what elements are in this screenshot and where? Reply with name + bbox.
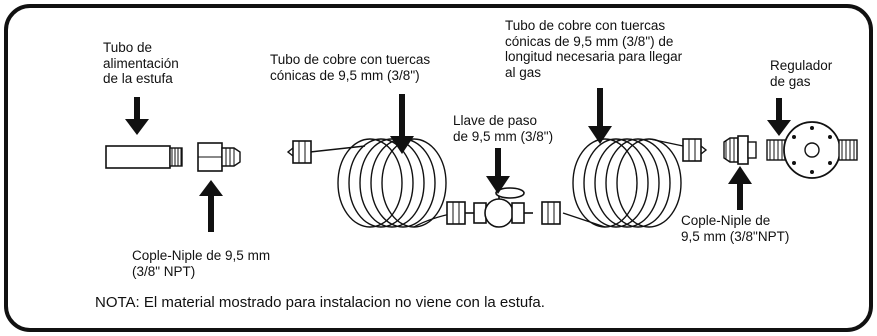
arrow-regulator <box>767 98 791 136</box>
installation-note: NOTA: El material mostrado para instalac… <box>95 294 545 311</box>
arrow-valve <box>486 148 510 194</box>
flare-nut-right-1 <box>541 201 561 225</box>
label-copper-tube-right: Tubo de cobre con tuercas cónicas de 9,5… <box>505 18 683 80</box>
flare-end-left <box>286 147 294 157</box>
label-coupling-nipple-left: Cople-Niple de 9,5 mm (3/8" NPT) <box>132 248 271 279</box>
label-stove-supply-tube: Tubo de alimentación de la estufa <box>103 40 179 86</box>
flare-nut-right-2 <box>682 138 702 162</box>
shutoff-valve <box>465 187 533 228</box>
coupling-nipple-left <box>197 142 241 172</box>
arrow-copper-left <box>390 94 414 154</box>
copper-coil-left <box>309 138 456 228</box>
label-coupling-nipple-right: Cople-Niple de 9,5 mm (3/8"NPT) <box>681 213 790 244</box>
gas-regulator <box>766 121 858 179</box>
diagram-border <box>4 4 873 332</box>
arrow-coupling-right <box>728 166 752 210</box>
arrow-coupling-left <box>199 180 223 232</box>
flare-end-right <box>700 145 708 155</box>
label-copper-tube-left: Tubo de cobre con tuercas cónicas de 9,5… <box>270 52 431 83</box>
arrow-stove-tube <box>125 97 149 135</box>
arrow-copper-right <box>588 88 612 144</box>
label-shutoff-valve: Llave de paso de 9,5 mm (3/8") <box>453 113 554 144</box>
flare-nut-left-1 <box>292 140 312 164</box>
coupling-nipple-right <box>723 135 757 165</box>
stove-supply-tube <box>105 145 183 169</box>
copper-coil-right <box>562 138 684 228</box>
flare-nut-left-2 <box>446 201 466 225</box>
label-gas-regulator: Regulador de gas <box>770 58 833 89</box>
